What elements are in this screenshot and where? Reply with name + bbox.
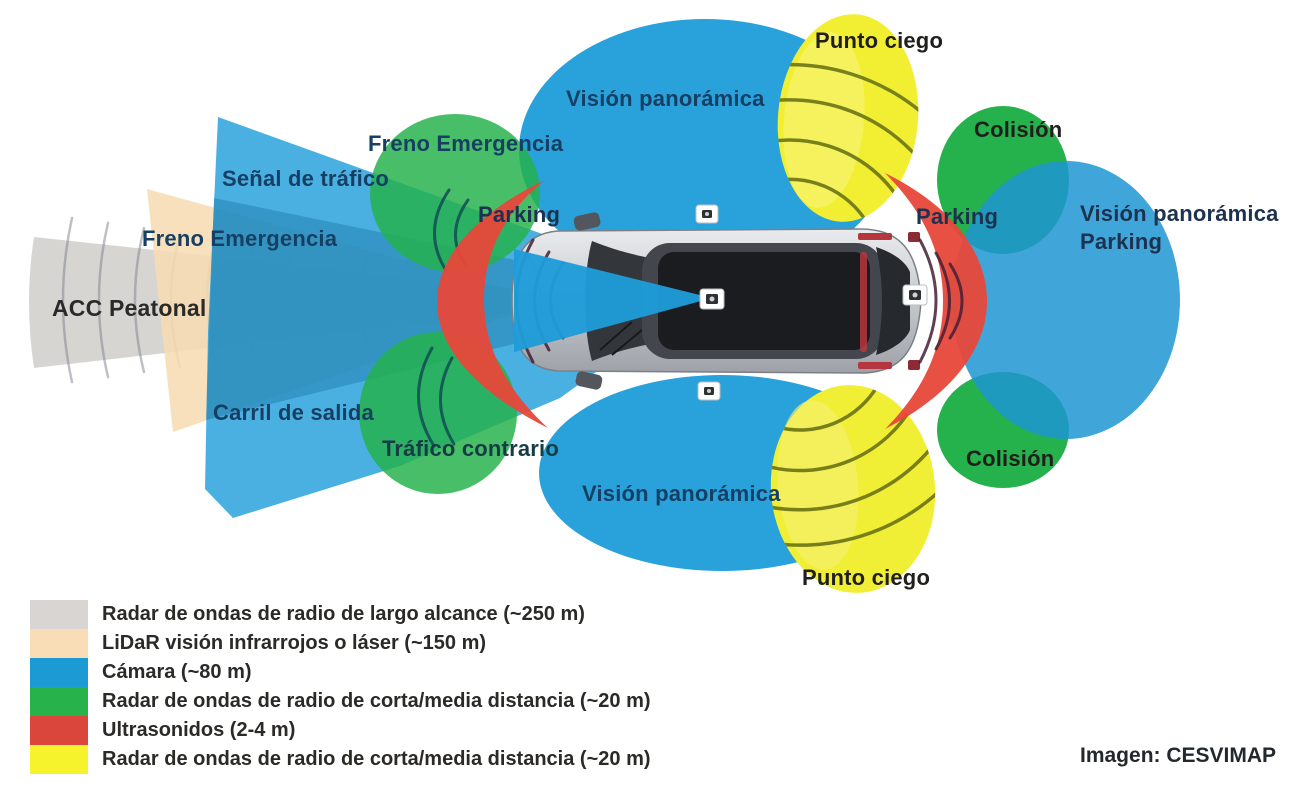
- legend-label: Radar de ondas de radio de corta/media d…: [102, 748, 651, 770]
- legend-label: Radar de ondas de radio de corta/media d…: [102, 690, 651, 712]
- sensor-camera-badge-top: [695, 204, 719, 224]
- legend-swatch-blue: [30, 658, 88, 687]
- legend: Radar de ondas de radio de largo alcance…: [30, 600, 651, 774]
- sensor-badges: [695, 204, 928, 401]
- label-acc-pedestrian: ACC Peatonal: [52, 295, 207, 321]
- label-emergency-brake-left: Freno Emergencia: [142, 226, 338, 251]
- label-rear-surround-line1: Visión panorámica: [1080, 201, 1279, 226]
- legend-label: Cámara (~80 m): [102, 661, 252, 683]
- label-emergency-brake-top: Freno Emergencia: [368, 131, 564, 156]
- legend-row-ultrasonic: Ultrasonidos (2-4 m): [30, 716, 651, 745]
- legend-swatch-red: [30, 716, 88, 745]
- label-exit-lane: Carril de salida: [213, 400, 374, 425]
- legend-row-short-radar-yellow: Radar de ondas de radio de corta/media d…: [30, 745, 651, 774]
- panoramic-sunroof: [658, 252, 870, 350]
- label-surround-view-top: Visión panorámica: [566, 86, 765, 111]
- legend-swatch-gray: [30, 600, 88, 629]
- label-blind-spot-top: Punto ciego: [815, 28, 944, 53]
- sensor-camera-badge-windshield: [699, 288, 725, 310]
- legend-swatch-yellow: [30, 745, 88, 774]
- rear-window: [876, 247, 910, 355]
- label-collision-bottom: Colisión: [966, 446, 1055, 471]
- label-collision-top: Colisión: [974, 117, 1063, 142]
- sensor-camera-badge-bottom: [697, 381, 721, 401]
- legend-label: Radar de ondas de radio de largo alcance…: [102, 603, 585, 625]
- zone-ultrasonic-rear: [885, 173, 987, 429]
- label-traffic-sign: Señal de tráfico: [222, 166, 390, 191]
- label-rear-surround-line2: Parking: [1080, 228, 1163, 254]
- legend-row-camera: Cámara (~80 m): [30, 658, 651, 687]
- label-blind-spot-bottom: Punto ciego: [802, 565, 931, 590]
- side-mirror-top: [573, 212, 601, 231]
- legend-row-long-range-radar: Radar de ondas de radio de largo alcance…: [30, 600, 651, 629]
- side-mirror-bottom: [575, 371, 603, 390]
- label-rear-surround-parking: Visión panorámica Parking: [1080, 200, 1279, 255]
- label-oncoming-traffic: Tráfico contrario: [382, 436, 559, 461]
- legend-swatch-green: [30, 687, 88, 716]
- label-surround-view-bottom: Visión panorámica: [582, 481, 781, 506]
- legend-row-short-radar-green: Radar de ondas de radio de corta/media d…: [30, 687, 651, 716]
- legend-label: LiDaR visión infrarrojos o láser (~150 m…: [102, 632, 487, 654]
- legend-label: Ultrasonidos (2-4 m): [102, 719, 296, 741]
- windshield-camera-cone: [514, 249, 712, 352]
- sensor-camera-badge-rear: [902, 284, 928, 306]
- image-credit: Imagen: CESVIMAP: [1080, 744, 1277, 767]
- label-parking-rear: Parking: [916, 204, 999, 229]
- legend-swatch-peach: [30, 629, 88, 658]
- legend-row-lidar: LiDaR visión infrarrojos o láser (~150 m…: [30, 629, 651, 658]
- label-parking-front: Parking: [478, 202, 561, 227]
- zone-blind-spot-top: [769, 14, 927, 222]
